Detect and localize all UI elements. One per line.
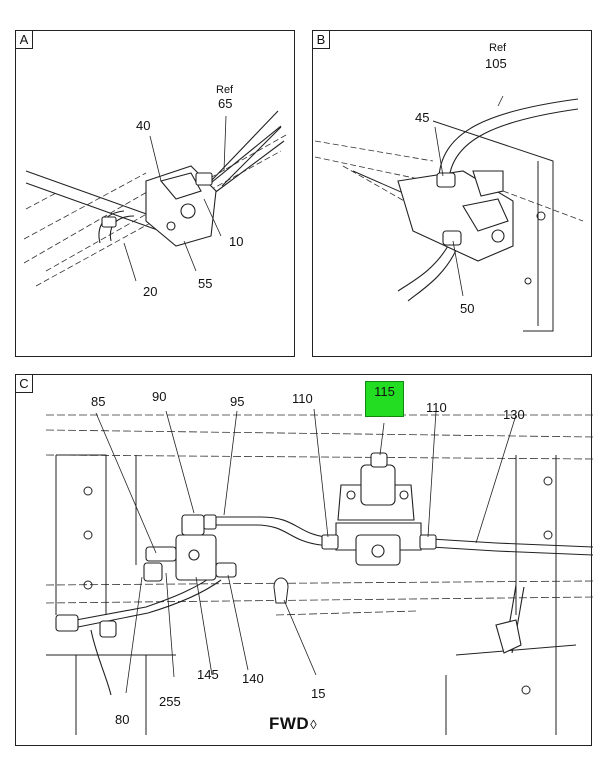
panel-b-illustration: [314, 95, 584, 332]
detail-panel-c: C 85 90 95 110 115 110 130 80 255 145 14…: [15, 374, 593, 746]
callout-115-highlight: 115: [365, 381, 404, 417]
detail-panel-b: B Ref 105 45 50: [312, 30, 592, 357]
ref-label: Ref: [216, 84, 234, 96]
forward-indicator: FWD◊: [269, 714, 317, 734]
panel-label-c: C: [16, 375, 33, 393]
callout-145: 145: [197, 667, 219, 682]
frame-rail-lines: [314, 140, 584, 222]
valve-assembly: [397, 170, 514, 262]
tube-lines: [397, 98, 579, 302]
callout-255: 255: [159, 694, 181, 709]
pressure-regulator: [321, 452, 437, 566]
callout-80: 80: [115, 712, 130, 727]
callout-105: 105: [485, 56, 507, 71]
callout-50: 50: [460, 301, 475, 316]
forward-direction-icon: ◊: [310, 717, 318, 732]
callout-115: 115: [374, 384, 395, 399]
valve-body: [101, 165, 217, 247]
leader-lines: [123, 115, 227, 282]
callout-110-left: 110: [292, 391, 313, 406]
detail-panel-a: A Ref 65 40 10 20 55: [15, 30, 295, 357]
panel-c-illustration: [45, 408, 593, 735]
clip-fitting: [273, 577, 289, 604]
callout-55: 55: [198, 276, 213, 291]
callout-65: 65: [218, 96, 233, 111]
cross-member: [46, 454, 577, 735]
callout-40: 40: [136, 118, 151, 133]
panel-label-a: A: [16, 31, 33, 49]
frame-rail-lines: [45, 414, 593, 616]
connector-fittings: [55, 614, 522, 654]
panel-a-illustration: [23, 110, 287, 287]
callout-140: 140: [242, 671, 264, 686]
leader-lines: [434, 95, 504, 297]
callout-95: 95: [230, 394, 245, 409]
panel-label-b: B: [313, 31, 330, 49]
callout-130: 130: [503, 407, 525, 422]
callout-90: 90: [152, 389, 167, 404]
fwd-label: FWD: [269, 714, 310, 733]
ref-label: Ref: [489, 42, 507, 54]
callout-15: 15: [311, 686, 326, 701]
leader-lines: [95, 408, 517, 694]
callout-20: 20: [143, 284, 158, 299]
relay-valve-assembly: [143, 514, 237, 582]
callout-10: 10: [229, 234, 244, 249]
callout-45: 45: [415, 110, 430, 125]
callout-110-right: 110: [426, 400, 447, 415]
callout-85: 85: [91, 394, 106, 409]
